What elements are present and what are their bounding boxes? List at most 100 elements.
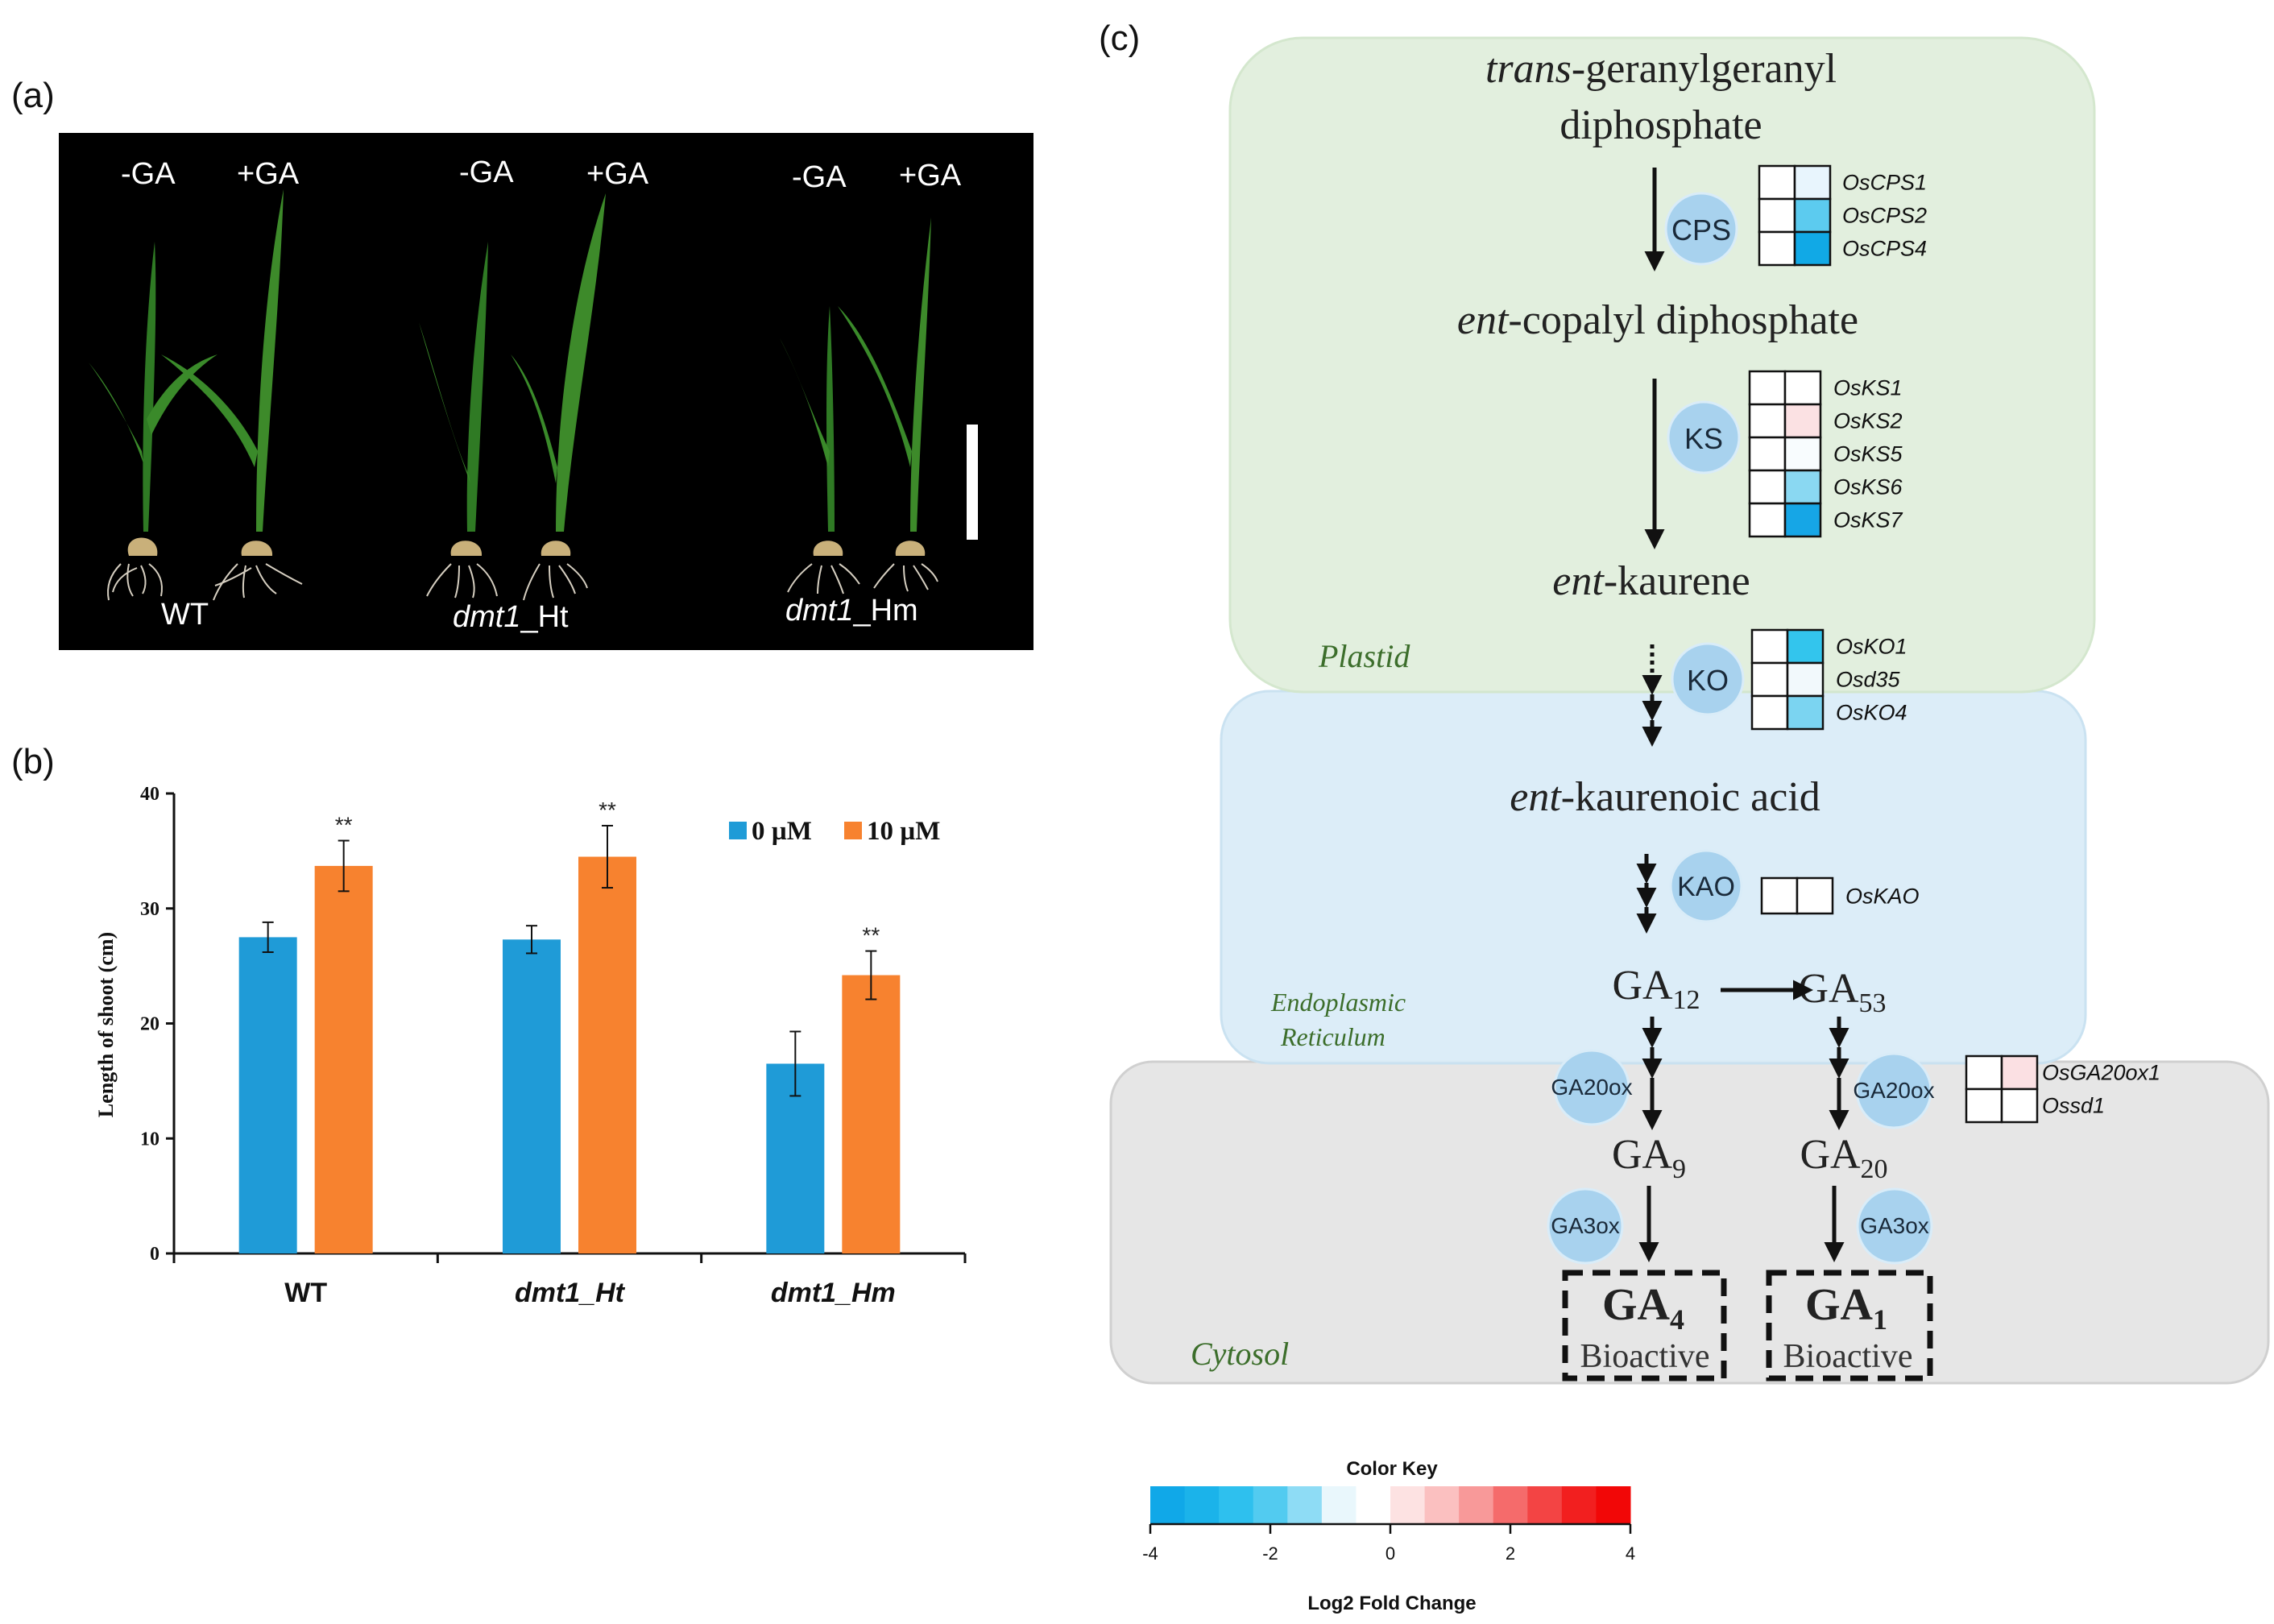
compound-ggpp-line2: diphosphate xyxy=(1559,102,1762,148)
color-key-tick-label: -2 xyxy=(1262,1543,1278,1564)
color-key-tick-label: 0 xyxy=(1386,1543,1395,1564)
gene-label: OsKS1 xyxy=(1833,376,1903,400)
color-key-swatch xyxy=(1219,1486,1254,1524)
enzyme-ga3ox-right: GA3ox xyxy=(1856,1187,1933,1265)
compound-cpp: ent-copalyl diphosphate xyxy=(1457,297,1858,343)
compartment-label-cytosol: Cytosol xyxy=(1191,1336,1289,1372)
compound-ga4: GA4 xyxy=(1602,1280,1684,1336)
plant-photo: -GA +GA -GA +GA -GA +GA WT dmt1_Ht dmt1_… xyxy=(59,133,1033,650)
enzyme-label-cps: CPS xyxy=(1671,213,1731,246)
bioactive-label-ga4: Bioactive xyxy=(1580,1338,1710,1375)
heatmap-cell xyxy=(1793,230,1832,267)
chart-bar xyxy=(503,939,561,1253)
chart-significance-label: ** xyxy=(599,798,616,822)
pathway-arrows xyxy=(1636,168,1849,1262)
enzyme-ga20ox-right: GA20ox xyxy=(1853,1052,1935,1129)
heatmap-cell xyxy=(1783,469,1822,505)
compartment-plastid xyxy=(1228,36,2096,694)
color-key-swatch xyxy=(1356,1486,1391,1524)
enzyme-kao: KAO xyxy=(1669,849,1743,923)
compound-ga12: GA12 xyxy=(1612,963,1700,1015)
chart-bars: ****** xyxy=(238,798,901,1253)
color-key-swatch xyxy=(1253,1486,1288,1524)
heatmap-cell xyxy=(1748,436,1787,472)
enzyme-label-ga3ox-right: GA3ox xyxy=(1860,1213,1929,1238)
chart-y-tick-label: 20 xyxy=(140,1014,159,1035)
seedling-ht-plus xyxy=(511,193,606,601)
gene-label: OsKS2 xyxy=(1833,409,1903,433)
bioactive-box-ga1: GA1 Bioactive xyxy=(1766,1270,1933,1382)
gene-label: OsKS5 xyxy=(1833,442,1903,466)
enzyme-ks: KS xyxy=(1667,400,1741,474)
heatmap-cell xyxy=(1758,164,1796,201)
gene-label: OsGA20ox1 xyxy=(2042,1061,2160,1085)
label-plus-ga-ht: +GA xyxy=(586,157,649,191)
heatmap-cell xyxy=(1748,370,1787,406)
photo-labels: -GA +GA -GA +GA -GA +GA WT dmt1_Ht dmt1_… xyxy=(121,155,962,634)
chart-significance-label: ** xyxy=(862,923,880,948)
label-plus-ga-wt: +GA xyxy=(237,157,300,191)
gene-label: OsCPS2 xyxy=(1842,204,1927,228)
enzyme-ko: KO xyxy=(1671,642,1745,716)
chart-y-tick-label: 40 xyxy=(140,784,159,805)
chart-bar xyxy=(578,856,636,1253)
gene-label: Ossd1 xyxy=(2042,1094,2105,1118)
color-key-swatch xyxy=(1150,1486,1186,1524)
compound-ent-kaurene: ent-kaurene xyxy=(1552,558,1750,604)
color-key-swatch xyxy=(1561,1486,1597,1524)
heatmap-cell xyxy=(1786,628,1825,665)
chart-x-tick-label: WT xyxy=(284,1278,327,1308)
chart-y-tick-label: 0 xyxy=(150,1244,159,1265)
heatmap-cell xyxy=(1783,502,1822,538)
seedling-hm-plus xyxy=(838,218,938,592)
gene-label: OsCPS4 xyxy=(1842,237,1927,261)
enzyme-ga20ox-left: GA20ox xyxy=(1551,1049,1633,1126)
heatmap-cell xyxy=(1748,469,1787,505)
compound-ga20: GA20 xyxy=(1800,1132,1887,1184)
compound-ga53: GA53 xyxy=(1798,966,1886,1018)
color-key-swatch xyxy=(1527,1486,1563,1524)
enzyme-label-kao: KAO xyxy=(1677,872,1735,902)
heatmap-cell xyxy=(1750,661,1789,698)
legend-swatch xyxy=(844,822,862,839)
color-key-swatch xyxy=(1596,1486,1631,1524)
panel-label-b: (b) xyxy=(11,742,55,781)
bioactive-label-ga1: Bioactive xyxy=(1783,1338,1913,1375)
gene-label: OsKO4 xyxy=(1836,701,1907,725)
color-key-tick-label: 2 xyxy=(1506,1543,1515,1564)
panel-label-a: (a) xyxy=(11,76,55,115)
label-plus-ga-hm: +GA xyxy=(899,159,962,193)
compartment-label-er-line1: Endoplasmic xyxy=(1270,988,1406,1017)
panel-label-c: (c) xyxy=(1099,19,1140,58)
color-key-title: Color Key xyxy=(1346,1458,1438,1480)
color-key-swatch xyxy=(1287,1486,1323,1524)
label-genotype-ht: dmt1_Ht xyxy=(453,600,569,634)
color-key-bar xyxy=(1150,1486,1631,1526)
legend-label: 10 µM xyxy=(867,817,940,846)
color-key-swatch xyxy=(1184,1486,1220,1524)
color-key-swatch xyxy=(1493,1486,1528,1524)
enzyme-label-ks: KS xyxy=(1684,422,1723,455)
bioactive-box-ga4: GA4 Bioactive xyxy=(1562,1270,1727,1382)
seedling-ht-minus xyxy=(419,242,498,599)
color-key-swatch xyxy=(1321,1486,1357,1524)
color-key-swatch xyxy=(1424,1486,1460,1524)
label-minus-ga-wt: -GA xyxy=(121,157,176,191)
color-key-swatch xyxy=(1390,1486,1426,1524)
enzyme-ga3ox-left: GA3ox xyxy=(1547,1187,1624,1265)
gene-label: OsKO1 xyxy=(1836,635,1907,659)
chart-bar xyxy=(314,865,373,1253)
color-key-tick-label: -4 xyxy=(1142,1543,1158,1564)
heatmap-cell xyxy=(1783,403,1822,439)
enzyme-label-ko: KO xyxy=(1687,664,1729,697)
heatmap-cell xyxy=(1965,1054,2003,1091)
